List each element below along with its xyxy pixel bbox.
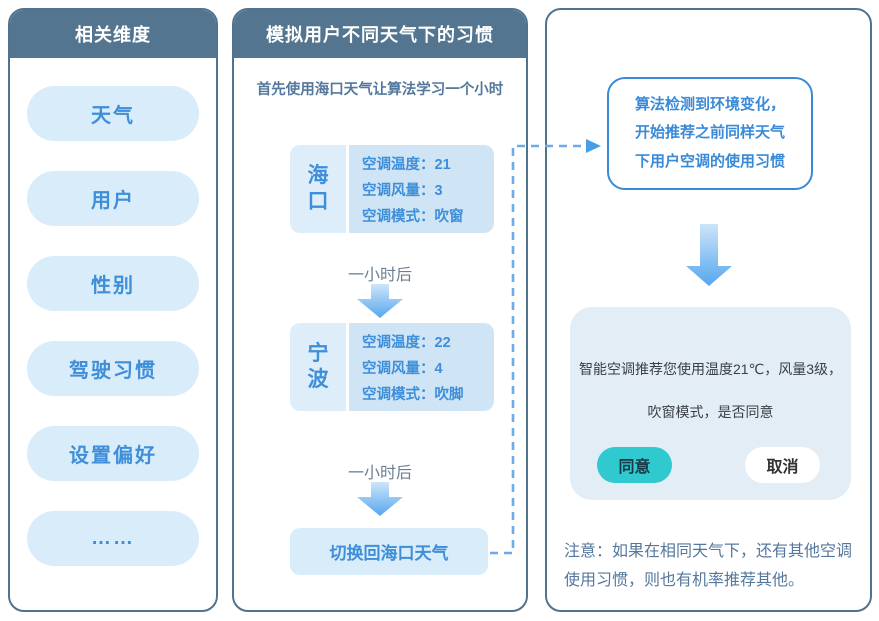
down-arrow-icon <box>685 224 732 286</box>
recommendation-dialog: 智能空调推荐您使用温度21℃，风量3级， 吹窗模式，是否同意 同意 取消 <box>570 307 851 500</box>
dimensions-panel: 相关维度 天气 用户 性别 驾驶习惯 设置偏好 …… <box>8 8 218 612</box>
dimension-pill-ellipsis: …… <box>27 511 199 566</box>
detection-line: 算法检测到环境变化， <box>634 95 785 113</box>
interval-label: 一小时后 <box>347 465 412 482</box>
city-label-haikou: 海口 <box>290 145 346 233</box>
setting-mode: 空调模式：吹脚 <box>362 386 464 403</box>
dimensions-panel-title: 相关维度 <box>10 10 216 58</box>
dimension-pill-settings-preference: 设置偏好 <box>27 426 199 481</box>
city-label-ningbo: 宁波 <box>290 323 346 411</box>
recommendation-text-line1: 智能空调推荐您使用温度21℃，风量3级， <box>578 361 843 377</box>
simulation-panel-title: 模拟用户不同天气下的习惯 <box>234 10 526 58</box>
simulation-subtitle: 首先使用海口天气让算法学习一个小时 <box>256 82 504 98</box>
switch-back-step: 切换回海口天气 <box>290 528 488 575</box>
dimension-pill-weather: 天气 <box>27 86 199 141</box>
down-arrow-icon <box>357 284 403 318</box>
footnote-text: 注意：如果在相同天气下，还有其他空调使用习惯，则也有机率推荐其他。 <box>564 543 853 589</box>
recommendation-panel: 算法检测到环境变化， 开始推荐之前同样天气 下用户空调的使用习惯 智能空调推荐您… <box>545 8 872 612</box>
setting-mode: 空调模式：吹窗 <box>362 208 464 225</box>
city-settings-ningbo: 空调温度：22 空调风量：4 空调模式：吹脚 <box>349 323 494 411</box>
setting-temperature: 空调温度：21 <box>362 156 451 173</box>
algorithm-detection-box: 算法检测到环境变化， 开始推荐之前同样天气 下用户空调的使用习惯 <box>607 77 813 190</box>
city-step-haikou: 海口 空调温度：21 空调风量：3 空调模式：吹窗 <box>290 145 494 233</box>
setting-temperature: 空调温度：22 <box>362 334 451 351</box>
city-step-ningbo: 宁波 空调温度：22 空调风量：4 空调模式：吹脚 <box>290 323 494 411</box>
recommendation-text-line2: 吹窗模式，是否同意 <box>647 404 774 420</box>
city-settings-haikou: 空调温度：21 空调风量：3 空调模式：吹窗 <box>349 145 494 233</box>
city-name: 宁波 <box>307 341 329 391</box>
setting-fan: 空调风量：4 <box>362 360 443 377</box>
setting-fan: 空调风量：3 <box>362 182 443 199</box>
dimension-list: 天气 用户 性别 驾驶习惯 设置偏好 …… <box>10 58 216 566</box>
detection-line: 开始推荐之前同样天气 <box>634 124 785 142</box>
city-name: 海口 <box>307 163 329 213</box>
cancel-button[interactable]: 取消 <box>745 447 820 483</box>
dimension-pill-user: 用户 <box>27 171 199 226</box>
down-arrow-icon <box>357 482 403 516</box>
simulation-panel: 模拟用户不同天气下的习惯 首先使用海口天气让算法学习一个小时 海口 空调温度：2… <box>232 8 528 612</box>
detection-line: 下用户空调的使用习惯 <box>634 152 785 170</box>
agree-button[interactable]: 同意 <box>597 447 672 483</box>
dashed-connector-arrow <box>490 139 601 555</box>
dimension-pill-gender: 性别 <box>27 256 199 311</box>
interval-label: 一小时后 <box>347 267 412 284</box>
dimension-pill-driving-habits: 驾驶习惯 <box>27 341 199 396</box>
